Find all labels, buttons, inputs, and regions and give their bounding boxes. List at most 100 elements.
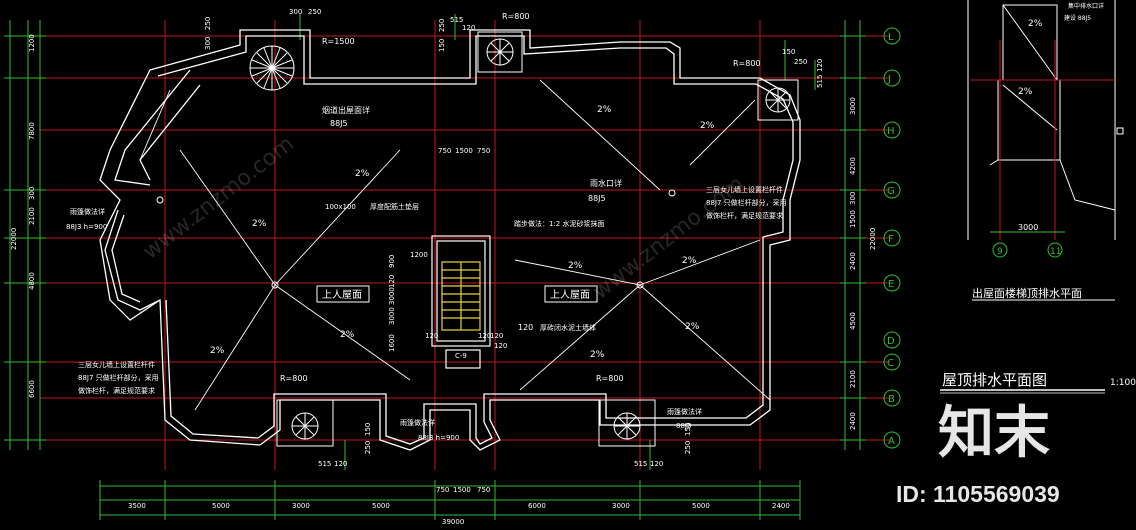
upper-roof-left: 上人屋面: [322, 289, 362, 301]
radius-r800-top: R=800: [502, 12, 530, 21]
left-dim-4800: 4800: [28, 272, 36, 290]
note-drain-left-ref: 88J3 h=900: [66, 223, 107, 231]
watermark-id: ID: 1105569039: [896, 481, 1060, 507]
slope-label-5: 2%: [597, 105, 612, 115]
small-dim-6: 120: [650, 460, 663, 468]
right-dim-2400b: 2400: [849, 412, 857, 430]
top-dim-2: 250: [308, 8, 321, 16]
upper-roof-right: 上人屋面: [550, 289, 590, 301]
note-rain-outlet: 雨水口详: [590, 178, 622, 188]
stair-dim-t2: 1500: [455, 147, 473, 155]
radius-r800-br: R=800: [596, 374, 624, 383]
note-thick-concrete: 厚度配筋土垫层: [370, 202, 419, 211]
right-dim-4500: 4500: [849, 312, 857, 330]
note-stair-120: 120: [518, 323, 533, 332]
note-layer-100: 100x100: [325, 203, 356, 211]
sub-plan: [967, 0, 1124, 301]
slope-label-sub2: 2%: [1018, 87, 1033, 97]
slope-label-3: 2%: [210, 346, 225, 356]
note-third-left-1: 三层女儿墙上设置栏杆件: [78, 360, 155, 369]
slope-label-9: 2%: [590, 350, 605, 360]
axis-label-j: J: [887, 74, 891, 85]
left-dim-1200: 1200: [28, 34, 36, 52]
bottom-dim-6: 3000: [612, 502, 630, 510]
right-dim-1500: 1500: [849, 210, 857, 228]
note-c9: C-9: [455, 352, 467, 360]
roof-drain-bottom-left: [276, 399, 334, 447]
slope-label-8: 2%: [682, 256, 697, 266]
drain-circles: [249, 31, 799, 447]
left-dim-22000: 22000: [10, 228, 18, 250]
small-dim-2: 120: [334, 460, 347, 468]
right-dim-2400a: 2400: [849, 252, 857, 270]
right-dim-3000: 3000: [849, 97, 857, 115]
left-dim-300: 300: [28, 187, 36, 200]
slope-label-7: 2%: [568, 261, 583, 271]
note-sub-outlet: 集中排水口详: [1068, 2, 1104, 10]
note-third-left-3: 做饰栏杆，满足规范要求: [78, 386, 155, 395]
axis-label-g: G: [887, 186, 895, 197]
stair-dim-v6: 1600: [388, 334, 396, 352]
bottom-dim-5: 6000: [528, 502, 546, 510]
top-dim-6: 120: [462, 24, 475, 32]
top-dim-9: 150: [782, 48, 795, 56]
right-dim-2100: 2100: [849, 370, 857, 388]
axis-bubbles: [883, 27, 901, 449]
stair-dim-v9: 120: [490, 332, 503, 340]
stair-dim-v8: 120: [478, 332, 491, 340]
top-dim-3: 300: [204, 37, 212, 50]
top-dim-5: 515: [450, 16, 463, 24]
note-third-left-2: 88J7 只做栏杆部分，采用: [78, 373, 159, 382]
slope-label-2: 2%: [252, 219, 267, 229]
stair-dim-v3: 120: [388, 275, 396, 288]
stair-dim-v2: 1200: [410, 251, 428, 259]
axis-label-e: E: [888, 279, 894, 290]
stair-dim-b1: 750: [436, 486, 449, 494]
axis-label-c: C: [887, 358, 894, 369]
bottom-dim-3: 3000: [292, 502, 310, 510]
left-dim-6600: 6600: [28, 380, 36, 398]
slope-label-6: 2%: [700, 121, 715, 131]
note-third-right-2: 88J7 只做栏杆部分，采用: [706, 198, 787, 207]
bottom-dim-8: 2400: [772, 502, 790, 510]
stair-dim-v1: 900: [388, 255, 396, 268]
sub-axis-9: 9: [997, 247, 1003, 257]
sub-axis-11: 11: [1050, 247, 1061, 257]
small-dim-1: 515: [318, 460, 331, 468]
slope-label-1: 2%: [355, 169, 370, 179]
right-dim-4200: 4200: [849, 157, 857, 175]
watermark-logo: 知末: [938, 401, 1050, 466]
bottom-total: 39000: [442, 518, 464, 526]
small-dim-8: 150: [684, 423, 692, 436]
radius-r800-bl: R=800: [280, 374, 308, 383]
axis-grid: [40, 20, 890, 470]
slope-lines: [139, 79, 771, 411]
top-dim-8: 250: [438, 19, 446, 32]
note-bottom-right-drain: 雨篷做法详: [667, 407, 702, 416]
note-smoke: 烟道出屋面详: [322, 105, 370, 115]
radius-r1500: R=1500: [322, 37, 355, 46]
top-dim-7: 150: [438, 39, 446, 52]
stair-dim-v4: 3000: [388, 307, 396, 325]
roof-drain-top: [477, 31, 523, 73]
building-outline: [99, 29, 801, 451]
bottom-dim-2: 5000: [212, 502, 230, 510]
right-dim-22000: 22000: [869, 228, 877, 250]
note-stair-flat: 厚砖闭水泥土墙体: [540, 323, 596, 332]
slope-label-4: 2%: [340, 330, 355, 340]
small-dim-5: 515: [634, 460, 647, 468]
slope-label-10: 2%: [685, 322, 700, 332]
note-third-right-3: 做饰栏杆，满足规范要求: [706, 211, 783, 220]
dimension-lines: [4, 14, 866, 520]
note-stair-side: 踏步做法：1:2 水泥砂浆抹面: [514, 219, 605, 228]
sub-plan-title: 出屋面楼梯顶排水平面: [972, 286, 1082, 300]
top-dim-10: 250: [794, 58, 807, 66]
bottom-dim-1: 3500: [128, 502, 146, 510]
top-dim-12: 120: [816, 59, 824, 72]
sub-dim: 3000: [1018, 223, 1038, 232]
right-dim-300: 300: [849, 192, 857, 205]
note-smoke-ref: 88J5: [330, 119, 348, 128]
main-plan-scale: 1:100: [1110, 378, 1136, 388]
top-dim-4: 250: [204, 17, 212, 30]
